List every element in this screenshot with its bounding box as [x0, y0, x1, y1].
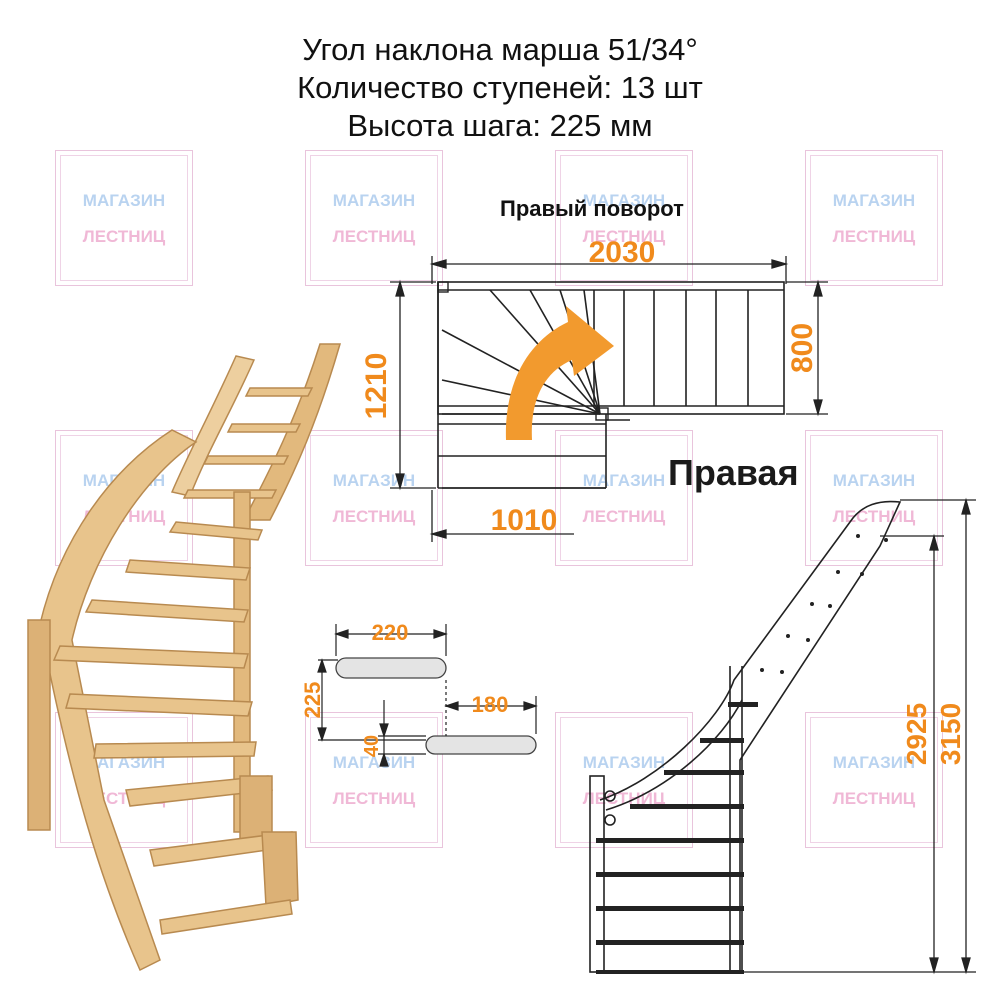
dim-depth: 1210: [360, 353, 393, 420]
stringer: [599, 500, 902, 972]
direction-label: Правая: [668, 452, 799, 493]
dim-flight-width: 800: [786, 323, 819, 373]
dim-total-length: 2030: [589, 236, 656, 269]
dim-height-inner: 2925: [901, 703, 932, 765]
tread-lower: [425, 735, 537, 755]
dim-tread-thickness: 40: [361, 735, 383, 757]
plan-title: Правый поворот: [500, 196, 684, 221]
turn-arrow-icon: [505, 306, 614, 440]
dim-step-height: 225: [300, 682, 325, 719]
dim-going: 180: [472, 692, 509, 717]
dim-height-total: 3150: [935, 703, 966, 765]
tread-upper: [335, 657, 447, 679]
dim-tread-depth: 220: [372, 620, 409, 645]
header-line-steps: Количество ступеней: 13 шт: [297, 70, 703, 105]
header-line-angle: Угол наклона марша 51/34°: [302, 32, 698, 67]
dim-lower-width: 1010: [491, 504, 558, 537]
header-line-step-height: Высота шага: 225 мм: [347, 108, 653, 143]
